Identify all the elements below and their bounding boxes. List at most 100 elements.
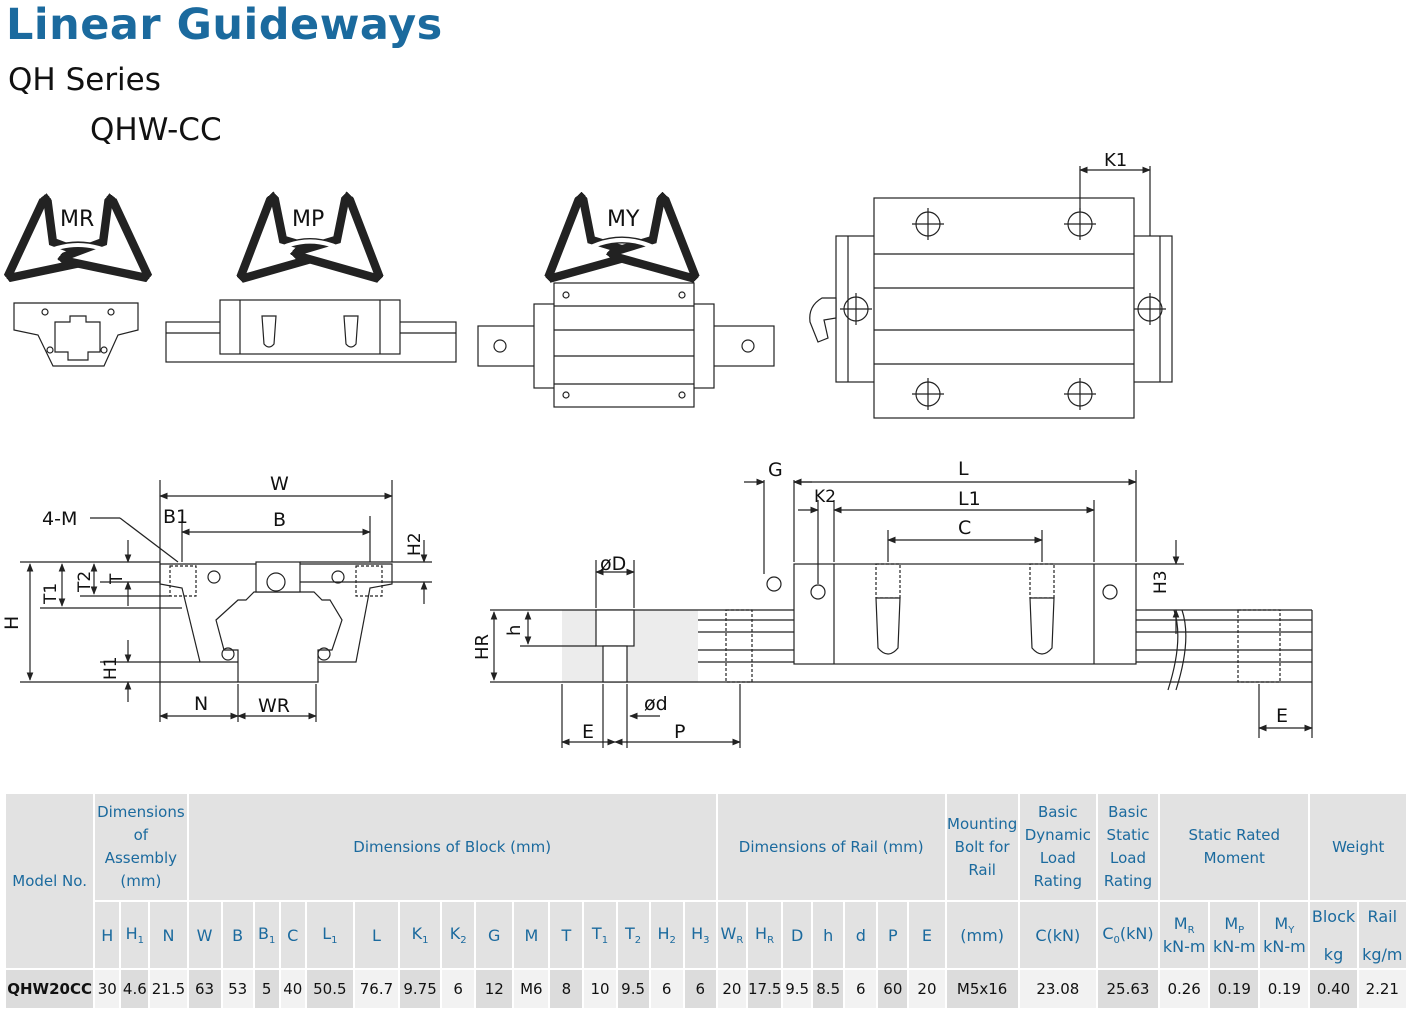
cell-h1: 4.6 (119, 968, 151, 1010)
col-t: T (548, 900, 585, 970)
front-view-figure: W B B1 4-M H T1 T2 T H1 H2 N WR (1, 473, 432, 722)
cell-n: 21.5 (148, 968, 189, 1010)
header-rail: Dimensions of Rail (mm) (715, 792, 947, 902)
col-t1: T1 (582, 900, 618, 970)
cell-b1: 5 (252, 968, 281, 1010)
col-h: H (93, 900, 122, 970)
label-4m: 4-M (42, 508, 77, 530)
cell-mp: 0.19 (1208, 968, 1261, 1010)
page-title: Linear Guideways (6, 0, 443, 50)
label-h: H (1, 616, 23, 630)
cell-k2: 6 (440, 968, 477, 1010)
moment-roll-figure: MR (14, 207, 138, 367)
cell-m: M6 (512, 968, 551, 1010)
technical-drawing: MR MP MY (0, 150, 1313, 748)
col-h3: H3 (682, 900, 718, 970)
col-k2: K2 (440, 900, 477, 970)
col-n: N (148, 900, 189, 970)
label-k1: K1 (1104, 150, 1127, 171)
cell-b: 53 (220, 968, 255, 1010)
label-b: B (273, 509, 286, 531)
label-b1: B1 (163, 506, 188, 528)
cell-my: 0.19 (1258, 968, 1311, 1010)
col-b: B (220, 900, 255, 970)
series-name: QH Series (8, 62, 161, 98)
label-p: P (674, 721, 685, 743)
label-e-left: E (582, 721, 594, 743)
cell-d-upper: 9.5 (781, 968, 814, 1010)
cell-c: 40 (278, 968, 307, 1010)
cell-t: 8 (548, 968, 585, 1010)
moment-yaw-figure: MY (477, 207, 775, 408)
cell-rail: 2.21 (1356, 968, 1409, 1010)
cell-h: 30 (93, 968, 122, 1010)
col-e: E (907, 900, 947, 970)
col-d-upper: D (781, 900, 814, 970)
cell-wr: 20 (715, 968, 748, 1010)
cell-bolt: M5x16 (944, 968, 1020, 1010)
label-n: N (194, 693, 208, 715)
header-block: Dimensions of Block (mm) (186, 792, 718, 902)
col-h1: H1 (119, 900, 151, 970)
label-h2: H2 (405, 532, 425, 556)
col-l: L (352, 900, 401, 970)
cell-h-lower: 8.5 (811, 968, 846, 1010)
col-w: W (186, 900, 223, 970)
model-name: QHW-CC (90, 112, 222, 148)
label-w: W (270, 473, 289, 495)
col-k1: K1 (398, 900, 443, 970)
col-m: M (512, 900, 551, 970)
side-view-figure: G L L1 K2 C H3 øD HR h ød E P E (472, 458, 1313, 748)
label-hr: HR (472, 634, 493, 660)
label-h-small: h (504, 625, 525, 636)
cell-d-lower: 6 (843, 968, 879, 1010)
col-wr: WR (715, 900, 748, 970)
label-k2: K2 (814, 487, 836, 507)
cell-t2: 9.5 (615, 968, 651, 1010)
spec-table: Model No. Dimensions of Assembly (mm) Di… (3, 792, 1409, 1010)
label-g: G (768, 459, 783, 481)
cell-block: 0.40 (1308, 968, 1359, 1010)
header-static: Basic Static Load Rating (1095, 792, 1161, 902)
header-model-no: Model No. (3, 792, 96, 970)
table-row: QHW20CC 30 4.6 21.5 63 53 5 40 50.5 76.7… (3, 968, 1409, 1010)
label-mr: MR (60, 207, 94, 232)
col-bolt-unit: (mm) (944, 900, 1020, 970)
label-t1: T1 (41, 583, 61, 605)
cell-h2: 6 (648, 968, 685, 1010)
cell-h3: 6 (682, 968, 718, 1010)
label-e-right: E (1276, 705, 1288, 727)
header-moment: Static Rated Moment (1158, 792, 1311, 902)
col-b1: B1 (252, 900, 281, 970)
moment-pitch-figure: MP (165, 207, 457, 363)
cell-p: 60 (876, 968, 910, 1010)
col-t2: T2 (615, 900, 651, 970)
label-l: L (958, 458, 969, 480)
col-l1: L1 (304, 900, 355, 970)
cell-g: 12 (474, 968, 515, 1010)
col-dynamic: C(kN) (1017, 900, 1098, 970)
cell-l1: 50.5 (304, 968, 355, 1010)
header-group-row: Model No. Dimensions of Assembly (mm) Di… (3, 792, 1408, 970)
cell-k1: 9.75 (398, 968, 443, 1010)
label-l1: L1 (958, 488, 981, 510)
col-h2: H2 (648, 900, 685, 970)
cell-l: 76.7 (352, 968, 401, 1010)
label-t: T (107, 573, 127, 585)
cell-hr: 17.5 (745, 968, 784, 1010)
col-static: C0(kN) (1095, 900, 1161, 970)
col-c: C (278, 900, 307, 970)
header-bolt: Mounting Bolt for Rail (944, 792, 1020, 902)
label-h3: H3 (1151, 570, 1171, 594)
col-h-lower: h (811, 900, 846, 970)
col-g: G (474, 900, 515, 970)
label-c: C (958, 517, 971, 539)
cell-w: 63 (186, 968, 223, 1010)
header-dynamic: Basic Dynamic Load Rating (1017, 792, 1098, 902)
top-view-figure: K1 (809, 150, 1173, 419)
label-mp: MP (292, 207, 324, 232)
